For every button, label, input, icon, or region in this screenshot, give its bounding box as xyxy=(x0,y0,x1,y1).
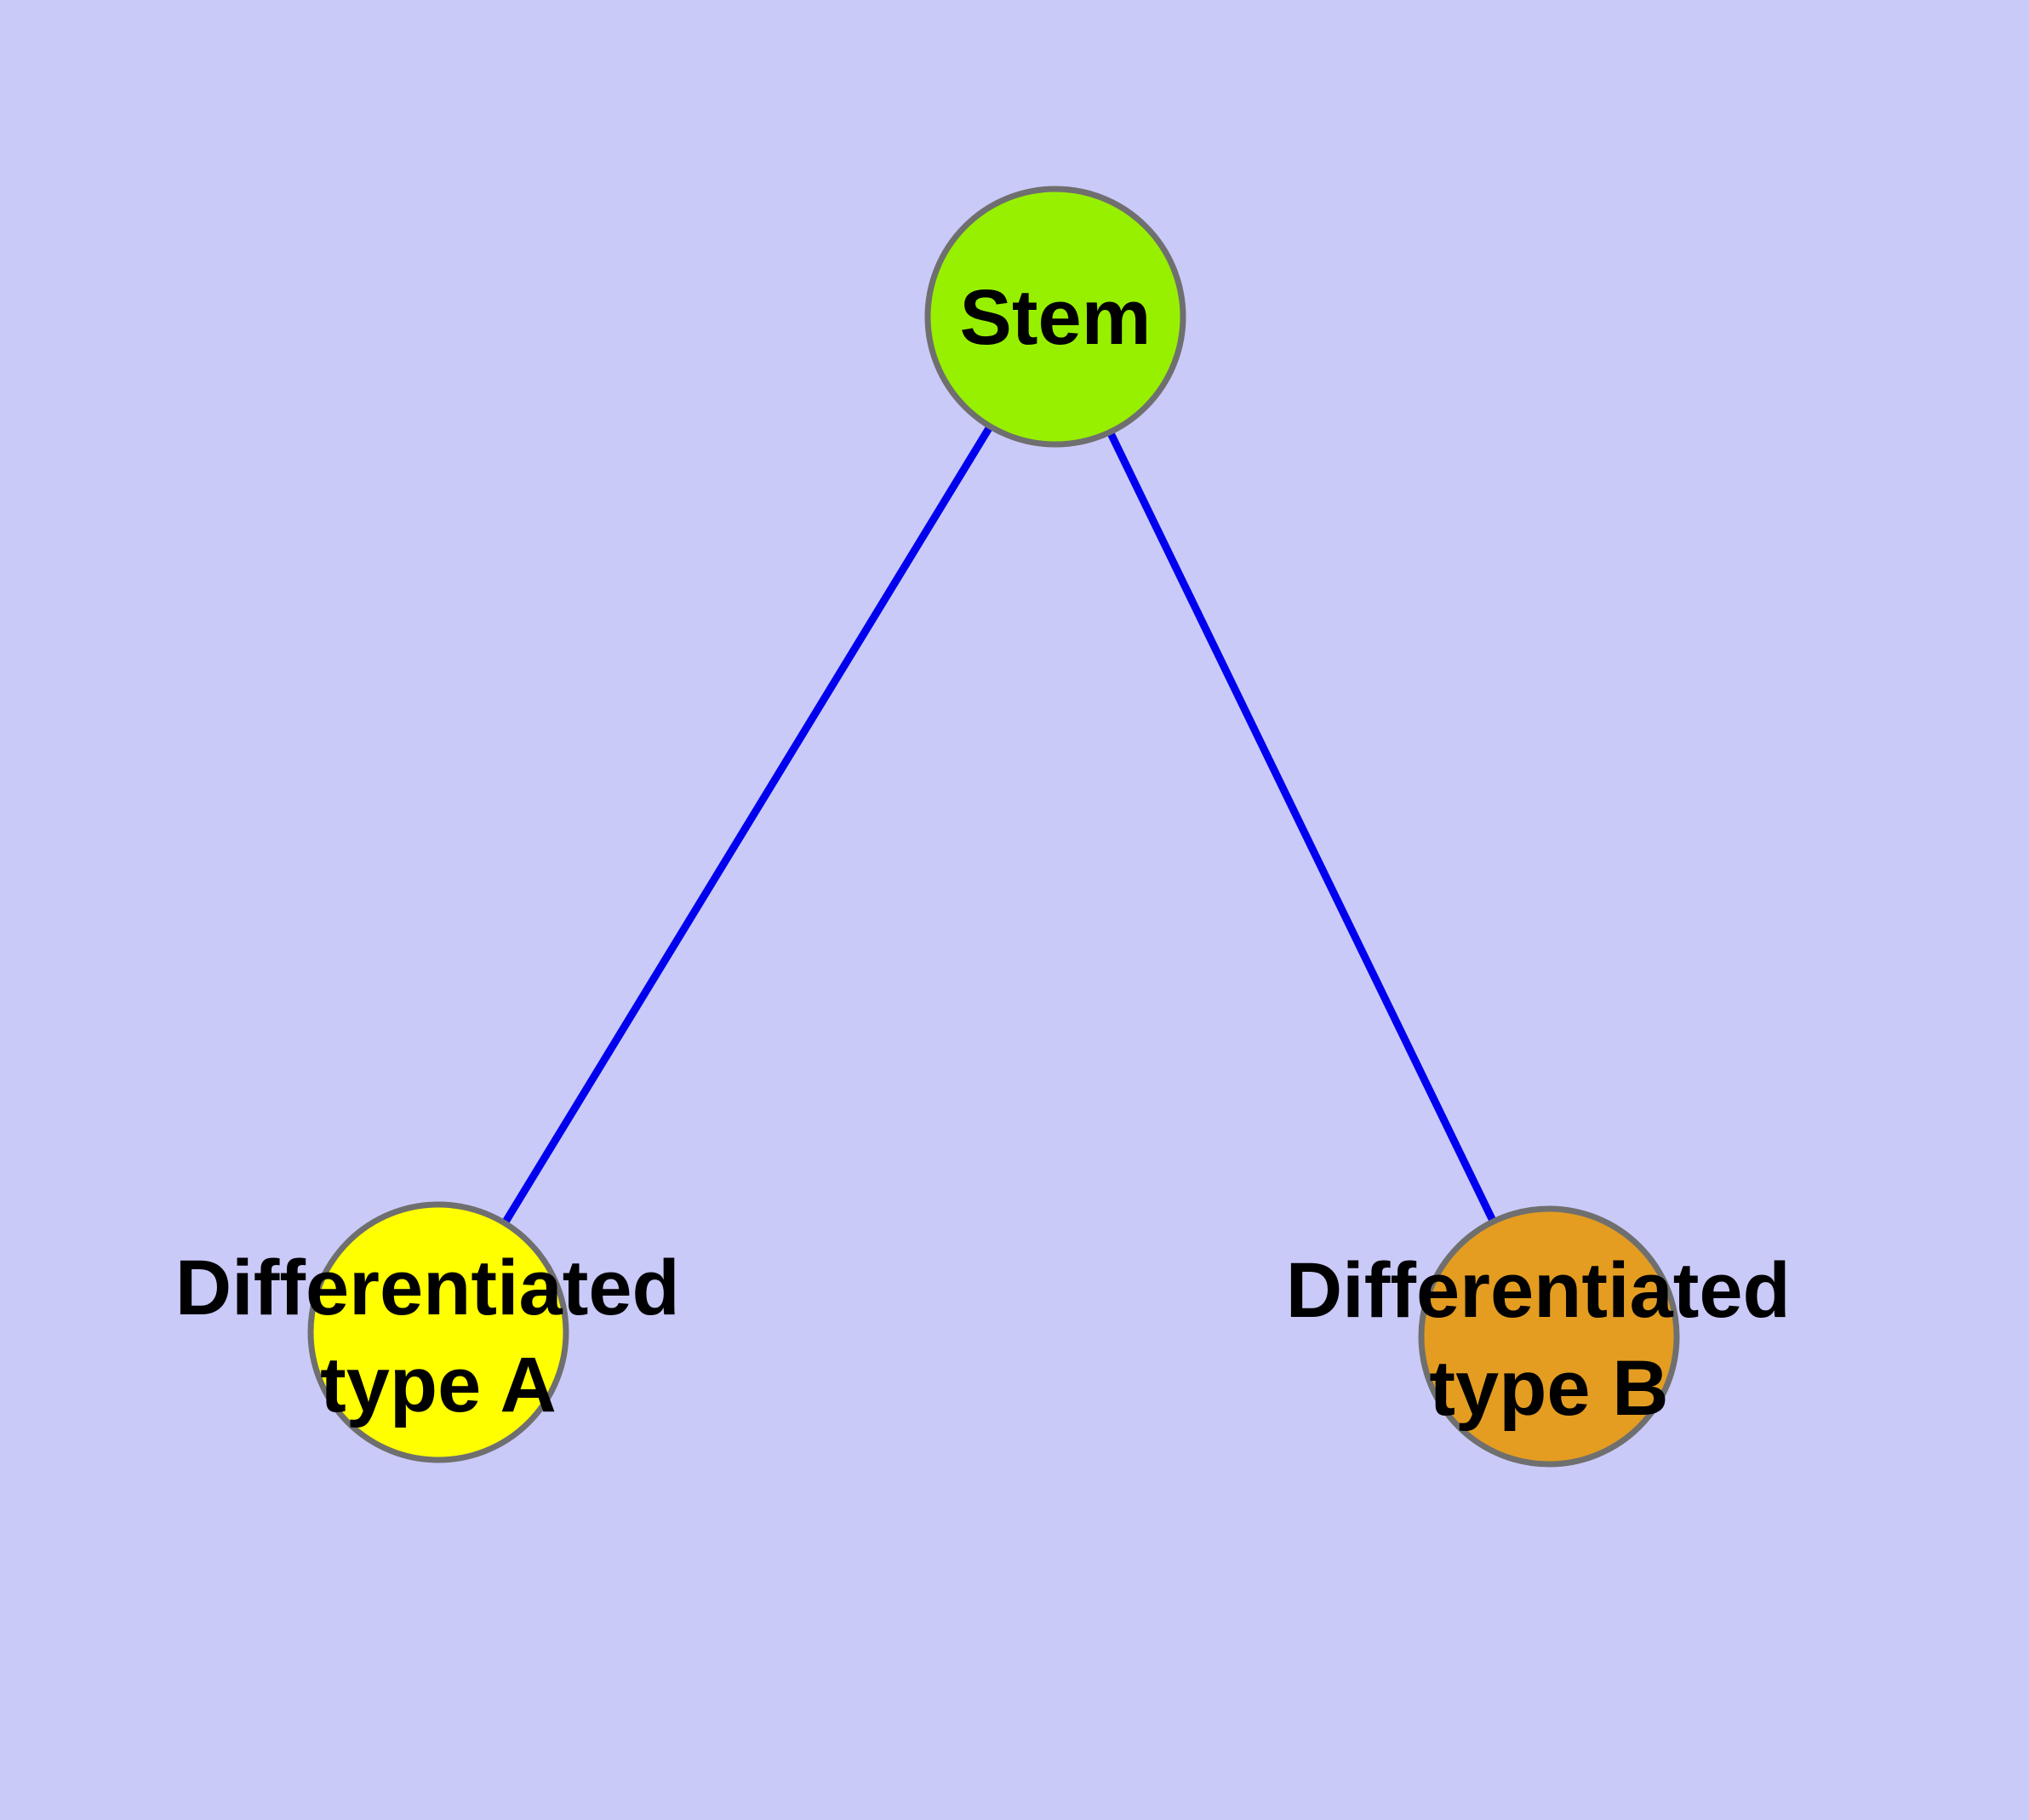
node-stem xyxy=(924,186,1186,448)
node-differentiated-type-b-label: Differentiated type B xyxy=(1286,1247,1813,1432)
edge-stem-to-type-a xyxy=(435,317,1059,1335)
node-differentiated-type-a-label-line2: type A xyxy=(320,1342,557,1428)
edge-stem-to-type-b xyxy=(1051,318,1553,1338)
node-differentiated-type-b-label-line1: Differentiated xyxy=(1286,1247,1791,1334)
node-differentiated-type-a-label-line1: Differentiated xyxy=(175,1245,680,1331)
node-differentiated-type-b-label-line2: type B xyxy=(1429,1345,1668,1432)
node-differentiated-type-b xyxy=(1418,1205,1680,1468)
node-differentiated-type-a-label: Differentiated type A xyxy=(175,1245,702,1428)
node-stem-label: Stem xyxy=(960,274,1152,361)
node-differentiated-type-a xyxy=(307,1201,569,1463)
